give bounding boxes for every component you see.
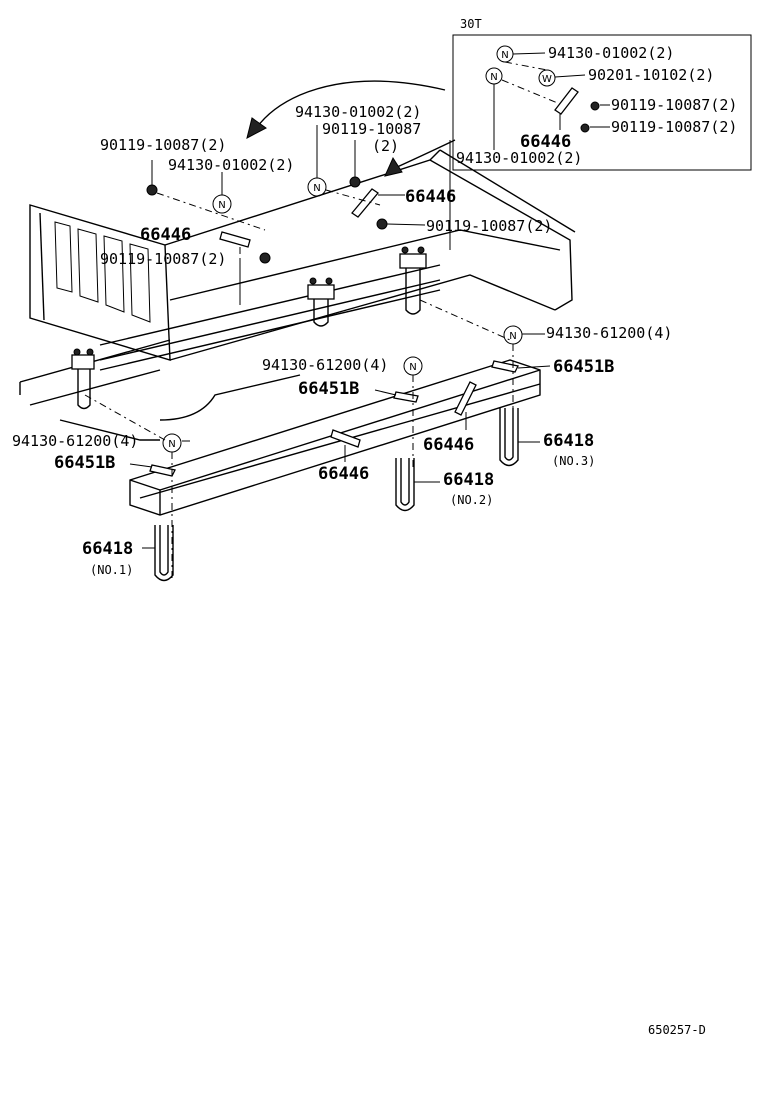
label-90119-10087-top: 90119-10087: [322, 120, 421, 138]
label-no1: (NO.1): [90, 563, 133, 577]
nut-icon-letter: N: [313, 183, 320, 194]
curved-arrow-icon: [394, 139, 456, 169]
label-66418-no1: 66418: [82, 539, 133, 559]
bracket-66446-icon: [330, 429, 361, 448]
bolt-icon: [590, 101, 600, 111]
cab-window: [129, 243, 151, 323]
ubolt-icon: [405, 268, 421, 315]
nut-icon-letter: N: [218, 200, 225, 211]
label-66446-lower-middle: 66446: [318, 464, 369, 484]
inset-label-94130-01002-b: 94130-01002(2): [456, 149, 582, 167]
washer-icon: [538, 69, 556, 87]
ubolt-66418-no1-icon: [154, 525, 174, 582]
label-66451b-right: 66451B: [553, 357, 614, 377]
inset-label-90119-10087-a: 90119-10087(2): [611, 96, 737, 114]
label-90119-10087-lower-left: 90119-10087(2): [100, 250, 226, 268]
label-94130-01002-top: 94130-01002(2): [295, 103, 421, 121]
subframe-beam: [129, 359, 541, 516]
bracket-66446-icon: [554, 87, 579, 115]
arrowhead-icon: [246, 117, 267, 139]
label-66418-no3: 66418: [543, 431, 594, 451]
label-qty-2: (2): [372, 137, 399, 155]
ubolt-clamp-icon: [399, 253, 427, 269]
label-no3: (NO.3): [552, 454, 595, 468]
label-66451b-middle: 66451B: [298, 379, 359, 399]
ubolt-66418-no2-icon: [395, 458, 415, 512]
nut-icon-letter: N: [509, 331, 516, 342]
label-94130-61200-left: 94130-61200(4): [12, 432, 138, 450]
ubolt-clamp-icon: [307, 284, 335, 300]
nut-icon-letter: N: [409, 362, 416, 373]
inset-label-90201-10102: 90201-10102(2): [588, 66, 714, 84]
cab-window: [77, 228, 99, 303]
label-no2: (NO.2): [450, 493, 493, 507]
direction-arrows: [246, 80, 456, 177]
bolt-icon: [580, 123, 590, 133]
label-66418-no2: 66418: [443, 470, 494, 490]
bracket-66446-icon: [454, 381, 477, 416]
bed-ubolt-assemblies: [71, 246, 427, 410]
bolt-icon: [349, 176, 361, 188]
label-66446-lower-right: 66446: [423, 435, 474, 455]
ubolt-66418-no3-icon: [499, 408, 519, 467]
label-94130-01002-left: 94130-01002(2): [168, 156, 294, 174]
truck-bed-drawing: [19, 140, 576, 441]
cab-window: [54, 221, 73, 293]
bolt-icon: [146, 184, 158, 196]
inset-frame: [452, 34, 752, 171]
callout-labels: 94130-01002(2) 90119-10087 (2) 90119-100…: [12, 103, 672, 577]
label-94130-61200-middle: 94130-61200(4): [262, 356, 388, 374]
diagram-code: 650257-D: [648, 1023, 706, 1037]
label-94130-61200-right: 94130-61200(4): [546, 324, 672, 342]
arrowhead-icon: [384, 156, 403, 177]
curved-arrow-icon: [254, 80, 446, 131]
cab-window: [103, 235, 125, 313]
bracket-66446-icon: [219, 231, 251, 248]
washer-icon-letter: W: [542, 74, 552, 85]
bracket-66451b-icon: [393, 391, 419, 403]
inset-title: 30T: [460, 17, 482, 31]
label-66446-upper-left: 66446: [140, 225, 191, 245]
ubolt-icon: [77, 369, 91, 410]
ubolt-clamp-icon: [71, 354, 95, 370]
nut-icon-letter: N: [501, 50, 508, 61]
bolt-icon: [376, 218, 388, 230]
subframe-exploded: N N N: [84, 299, 551, 582]
bracket-66446-icon: [351, 188, 379, 218]
bracket-66451b-icon: [491, 360, 519, 373]
inset-30t: 30T N N W 94130-01002(2) 90201-10102(2) …: [452, 17, 752, 171]
label-90119-10087-right: 90119-10087(2): [426, 217, 552, 235]
inset-label-90119-10087-b: 90119-10087(2): [611, 118, 737, 136]
bolt-icon: [259, 252, 271, 264]
bed-outline: [164, 159, 573, 311]
label-66451b-left: 66451B: [54, 453, 115, 473]
nut-icon-letter: N: [490, 72, 497, 83]
label-66446-upper-right: 66446: [405, 187, 456, 207]
ubolt-icon: [313, 299, 329, 327]
upper-exploded-parts: N N: [146, 125, 426, 300]
inset-label-66446: 66446: [520, 132, 571, 152]
label-90119-10087-left: 90119-10087(2): [100, 136, 226, 154]
inset-label-94130-01002: 94130-01002(2): [548, 44, 674, 62]
nut-icon-letter: N: [168, 439, 175, 450]
